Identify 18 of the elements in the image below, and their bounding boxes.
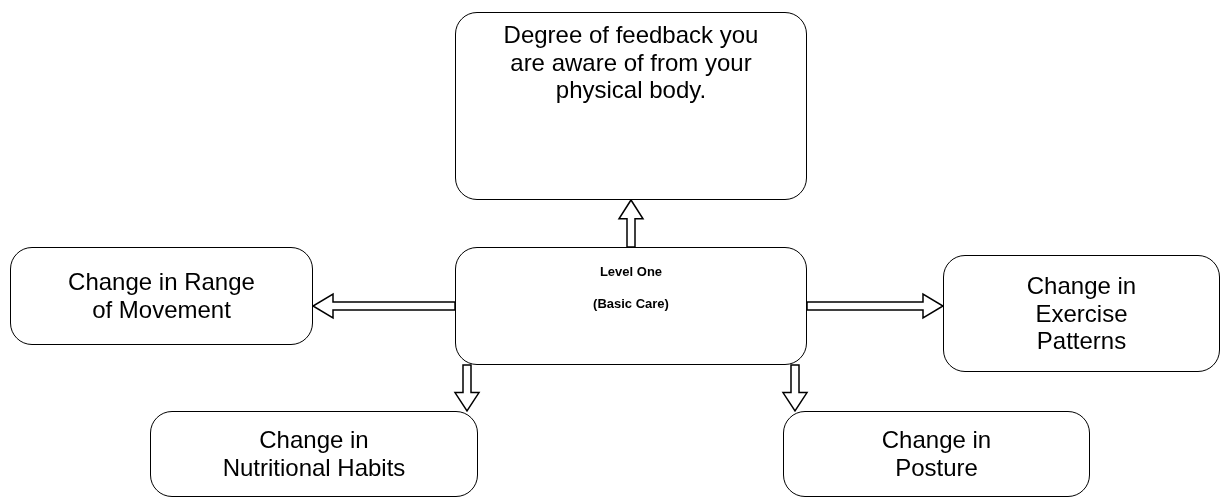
- rounded-box: [150, 411, 478, 497]
- rounded-box: [10, 247, 313, 345]
- box-heading: (Basic Care): [593, 295, 669, 312]
- rounded-box: [943, 255, 1220, 372]
- block-arrow: [311, 292, 456, 320]
- block-arrow: [781, 364, 809, 413]
- box-text: Change in Posture: [880, 426, 993, 482]
- box-text: Change in Range of Movement: [67, 268, 256, 324]
- block-arrow: [617, 198, 645, 248]
- box-text: Change in Nutritional Habits: [221, 426, 407, 482]
- rounded-box: [455, 247, 807, 365]
- box-text: Change in Exercise Patterns: [1025, 272, 1138, 355]
- rounded-box: [455, 12, 807, 200]
- box-text: Degree of feedback you are aware of from your physical body.: [502, 21, 760, 104]
- block-arrow: [806, 292, 945, 320]
- box-heading: Level One: [599, 264, 663, 280]
- block-arrow: [453, 364, 481, 413]
- rounded-box: [783, 411, 1090, 497]
